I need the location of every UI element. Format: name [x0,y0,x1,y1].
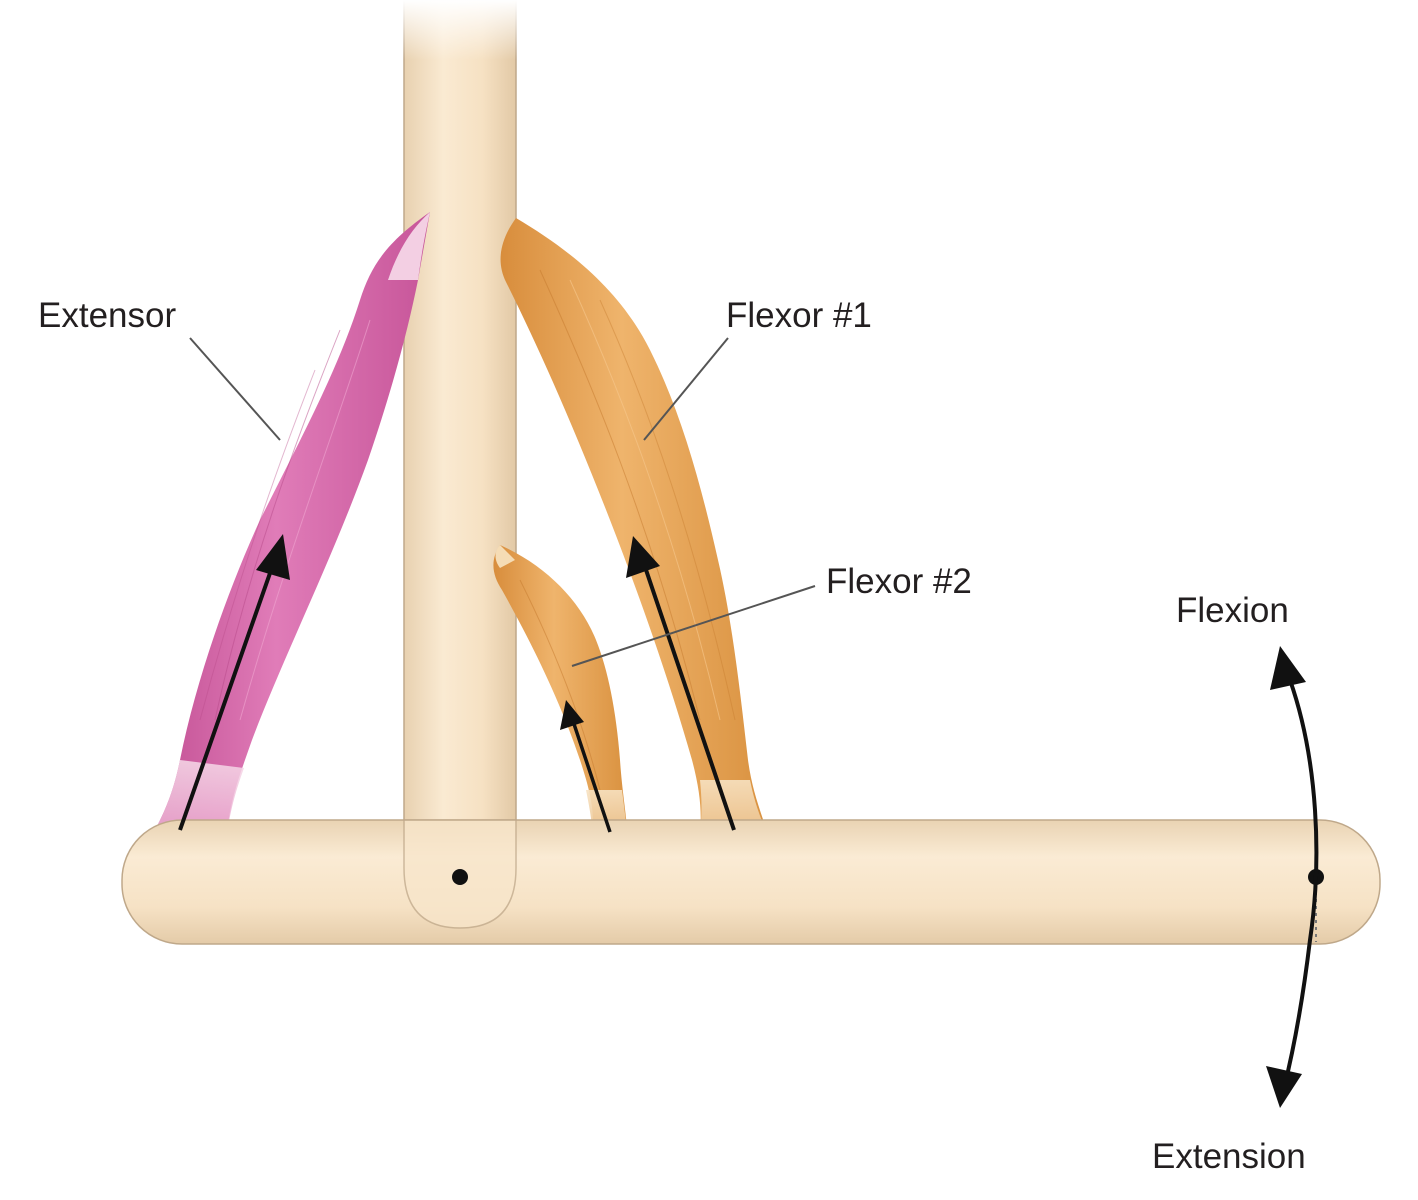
flexor1-force-arrow [626,536,736,831]
extensor-leader-line [189,337,281,441]
proximal-bone [400,0,520,929]
extensor-muscle [150,212,430,840]
flexor2-leader-line [571,585,816,667]
extensor-force-arrow [178,534,290,831]
extensor-label: Extensor [38,296,176,335]
flexion-extension-arrow [1266,646,1319,1108]
joint-pivot-dot [452,869,468,885]
distal-bone [121,819,1381,945]
flexion-label: Flexion [1176,591,1289,630]
flexor1-label: Flexor #1 [726,296,872,335]
flexor2-force-arrow [560,700,612,833]
flexor1-leader-line [643,337,729,441]
extension-label: Extension [1152,1137,1306,1176]
flexor2-label: Flexor #2 [826,562,972,601]
